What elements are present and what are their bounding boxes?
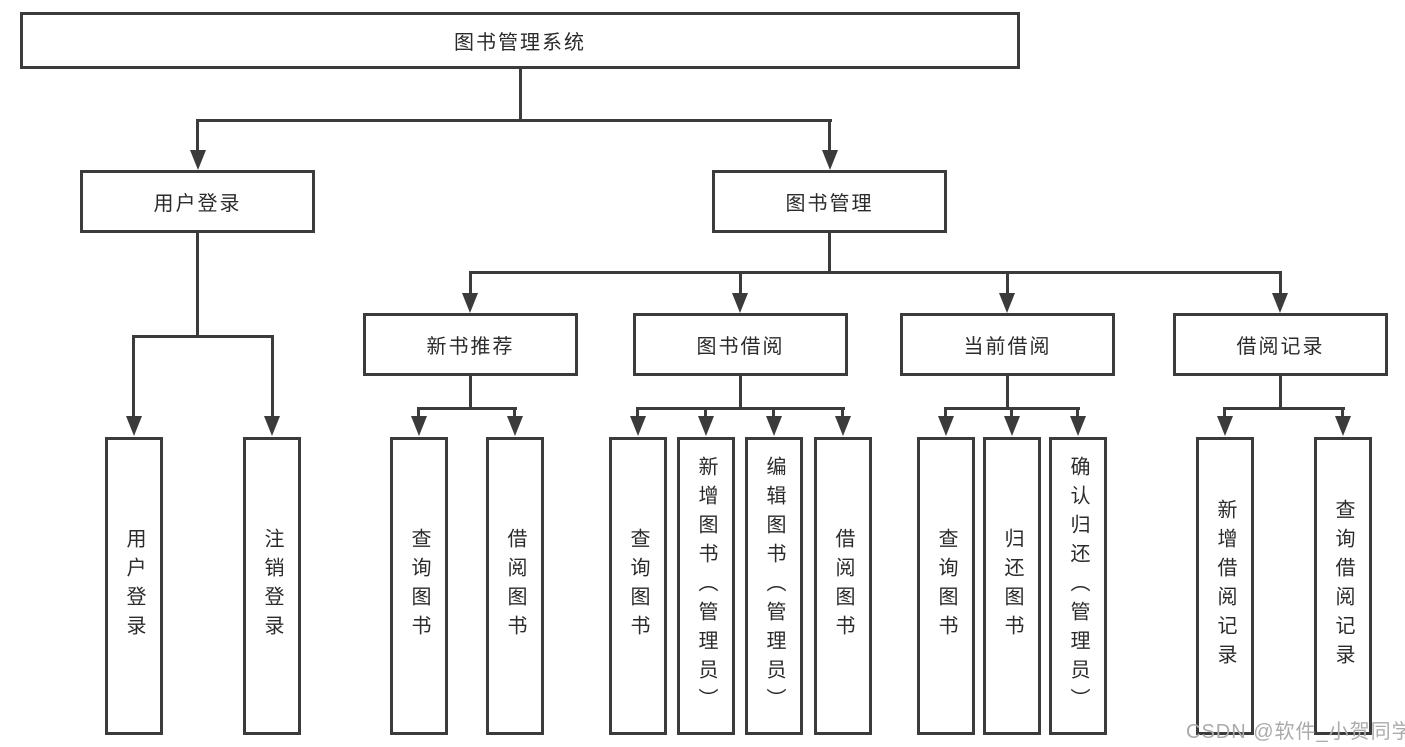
connector-line [469, 271, 472, 294]
node-label: 归还图书 [1001, 528, 1023, 644]
arrow-down-icon [462, 293, 478, 313]
connector-line [1006, 271, 1009, 294]
connector-line [828, 119, 831, 152]
connector-line [739, 271, 742, 294]
leaf-logout: 注销登录 [243, 437, 301, 735]
node-label: 新书推荐 [426, 336, 515, 358]
arrow-down-icon [1070, 416, 1086, 436]
leaf-bb-borrow-books: 借阅图书 [814, 437, 872, 735]
connector-line [513, 407, 516, 417]
connector-line [519, 69, 522, 121]
arrow-down-icon [1272, 293, 1288, 313]
node-label: 图书借阅 [696, 336, 785, 358]
leaf-nbr-borrow-books: 借阅图书 [486, 437, 544, 735]
connector-line [636, 407, 639, 417]
node-label: 用户登录 [153, 193, 242, 215]
leaf-cb-confirm-return-admin: 确认归还（管理员） [1049, 437, 1107, 735]
connector-line [1076, 407, 1079, 417]
leaf-br-add-record: 新增借阅记录 [1196, 437, 1254, 735]
node-current-borrow: 当前借阅 [900, 313, 1115, 376]
node-label: 新增借阅记录 [1214, 499, 1236, 673]
arrow-down-icon [999, 293, 1015, 313]
watermark: CSDN @软件_小贺同学 [1186, 721, 1405, 743]
node-label: 编辑图书（管理员） [763, 455, 785, 717]
leaf-cb-query-books: 查询图书 [917, 437, 975, 735]
connector-line [1223, 407, 1226, 417]
connector-line [1341, 407, 1344, 417]
arrow-down-icon [732, 293, 748, 313]
node-label: 当前借阅 [963, 336, 1052, 358]
arrow-down-icon [822, 150, 838, 170]
connector-line [132, 335, 274, 338]
arrow-down-icon [1004, 416, 1020, 436]
connector-line [196, 119, 199, 152]
arrow-down-icon [938, 416, 954, 436]
arrow-down-icon [698, 416, 714, 436]
connector-line [828, 233, 831, 273]
arrow-down-icon [1217, 416, 1233, 436]
connector-line [1223, 407, 1345, 410]
connector-line [1279, 375, 1282, 409]
arrow-down-icon [835, 416, 851, 436]
connector-line [417, 407, 517, 410]
connector-line [469, 375, 472, 409]
connector-line [1010, 407, 1013, 417]
arrow-down-icon [126, 416, 142, 436]
node-label: 查询图书 [935, 528, 957, 644]
arrow-down-icon [411, 416, 427, 436]
node-user-login: 用户登录 [80, 170, 315, 233]
arrow-down-icon [264, 416, 280, 436]
node-label: 借阅图书 [504, 528, 526, 644]
node-library-system: 图书管理系统 [20, 12, 1020, 69]
node-label: 图书管理系统 [454, 32, 586, 54]
connector-line [196, 119, 832, 122]
leaf-user-login: 用户登录 [105, 437, 163, 735]
connector-line [417, 407, 420, 417]
arrow-down-icon [766, 416, 782, 436]
node-label: 确认归还（管理员） [1067, 455, 1089, 717]
node-label: 查询图书 [408, 528, 430, 644]
connector-line [704, 407, 707, 417]
connector-line [739, 375, 742, 409]
node-book-management: 图书管理 [712, 170, 947, 233]
connector-line [469, 271, 1282, 274]
leaf-bb-edit-books-admin: 编辑图书（管理员） [745, 437, 803, 735]
leaf-nbr-query-books: 查询图书 [390, 437, 448, 735]
node-new-book-recommend: 新书推荐 [363, 313, 578, 376]
leaf-bb-add-books-admin: 新增图书（管理员） [677, 437, 735, 735]
connector-line [841, 407, 844, 417]
leaf-bb-query-books: 查询图书 [609, 437, 667, 735]
connector-line [772, 407, 775, 417]
arrow-down-icon [630, 416, 646, 436]
arrow-down-icon [1335, 416, 1351, 436]
node-label: 借阅图书 [832, 528, 854, 644]
connector-line [196, 233, 199, 337]
node-book-borrow: 图书借阅 [633, 313, 848, 376]
connector-line [944, 407, 947, 417]
connector-line [1006, 375, 1009, 409]
node-borrow-records: 借阅记录 [1173, 313, 1388, 376]
node-label: 用户登录 [123, 528, 145, 644]
connector-line [636, 407, 845, 410]
node-label: 图书管理 [785, 193, 874, 215]
leaf-cb-return-books: 归还图书 [983, 437, 1041, 735]
node-label: 新增图书（管理员） [695, 455, 717, 717]
node-label: 借阅记录 [1236, 336, 1325, 358]
connector-line [132, 335, 135, 417]
leaf-br-query-record: 查询借阅记录 [1314, 437, 1372, 735]
node-label: 查询图书 [627, 528, 649, 644]
node-label: 注销登录 [261, 528, 283, 644]
arrow-down-icon [190, 150, 206, 170]
arrow-down-icon [507, 416, 523, 436]
node-label: 查询借阅记录 [1332, 499, 1354, 673]
connector-line [271, 335, 274, 417]
connector-line [1279, 271, 1282, 294]
